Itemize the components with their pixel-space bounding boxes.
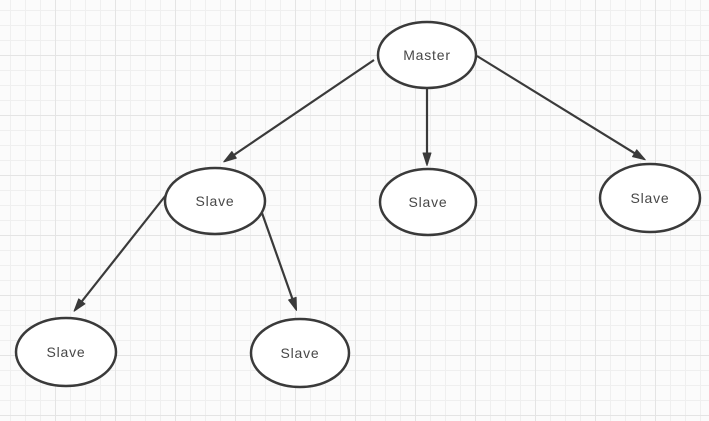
edge-master-slave-1[interactable] [223,59,375,163]
node-slave-1-2-ellipse[interactable] [249,317,351,389]
node-slave-1-1[interactable]: Slave [14,316,118,388]
node-slave-3-label: Slave [630,190,669,206]
node-slave-1-2-label: Slave [280,345,319,361]
node-master-ellipse[interactable] [376,20,478,90]
node-slave-1-1-label: Slave [46,344,85,360]
node-slave-3[interactable]: Slave [598,162,702,234]
node-master-label: Master [403,47,451,63]
node-slave-1-label: Slave [195,193,234,209]
node-slave-1-1-ellipse[interactable] [14,316,118,388]
node-slave-2-ellipse[interactable] [378,167,478,237]
node-slave-2-label: Slave [408,194,447,210]
edge-master-slave-3[interactable] [476,55,646,161]
node-slave-3-ellipse[interactable] [598,162,702,234]
node-slave-2[interactable]: Slave [378,167,478,237]
node-slave-1-2[interactable]: Slave [249,317,351,389]
edge-slave-1-slave-1-2[interactable] [260,212,298,311]
node-slave-1-ellipse[interactable] [163,166,267,236]
edge-slave-1-slave-1-1[interactable] [73,194,167,312]
node-slave-1[interactable]: Slave [163,166,267,236]
node-master[interactable]: Master [376,20,478,90]
